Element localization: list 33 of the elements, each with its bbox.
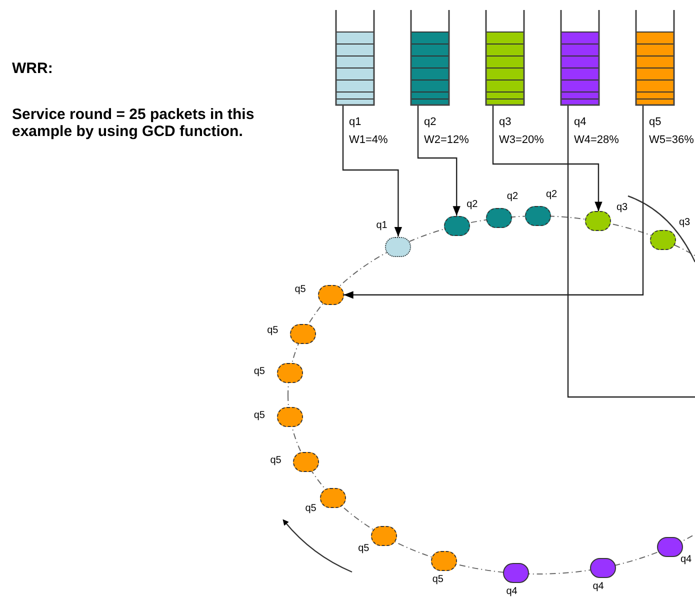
arrow [417, 105, 460, 216]
packet-label: q4 [680, 554, 692, 565]
queue-label: q4 [574, 116, 586, 129]
heading-label: WRR: [12, 60, 53, 77]
queue-label: q3 [499, 116, 512, 129]
packet-label: q2 [546, 189, 558, 200]
packet-label: q5 [254, 410, 265, 421]
packet-label: q5 [358, 543, 370, 554]
queue-label: q2 [424, 116, 436, 129]
weight-label: W2=12% [424, 134, 469, 147]
packet-label: q2 [506, 191, 518, 202]
packet-label: q1 [376, 220, 388, 231]
weight-label: W3=20% [499, 134, 544, 147]
packet-label: q5 [432, 574, 444, 585]
weight-label: W1=4% [349, 134, 388, 147]
arrow [492, 105, 602, 212]
queue-label: q1 [349, 116, 362, 129]
packet-label: q5 [305, 502, 316, 514]
note-text: Service round = 25 packets in this example by using GCD function. [12, 106, 256, 140]
packet-label: q5 [294, 284, 306, 295]
packet-label: q5 [254, 366, 265, 378]
arrow [342, 105, 402, 237]
queue-label: q5 [649, 116, 662, 129]
arrow [344, 105, 644, 299]
packet-label: q3 [679, 216, 690, 228]
packet-label: q4 [506, 586, 518, 597]
packet-label: q2 [466, 198, 478, 210]
packet-label: q4 [592, 580, 604, 592]
weight-label: W4=28% [574, 134, 619, 147]
weight-label: W5=36% [649, 134, 694, 147]
packet-label: q3 [616, 202, 628, 214]
packet-label: q5 [270, 455, 282, 466]
packet-label: q5 [267, 324, 278, 336]
